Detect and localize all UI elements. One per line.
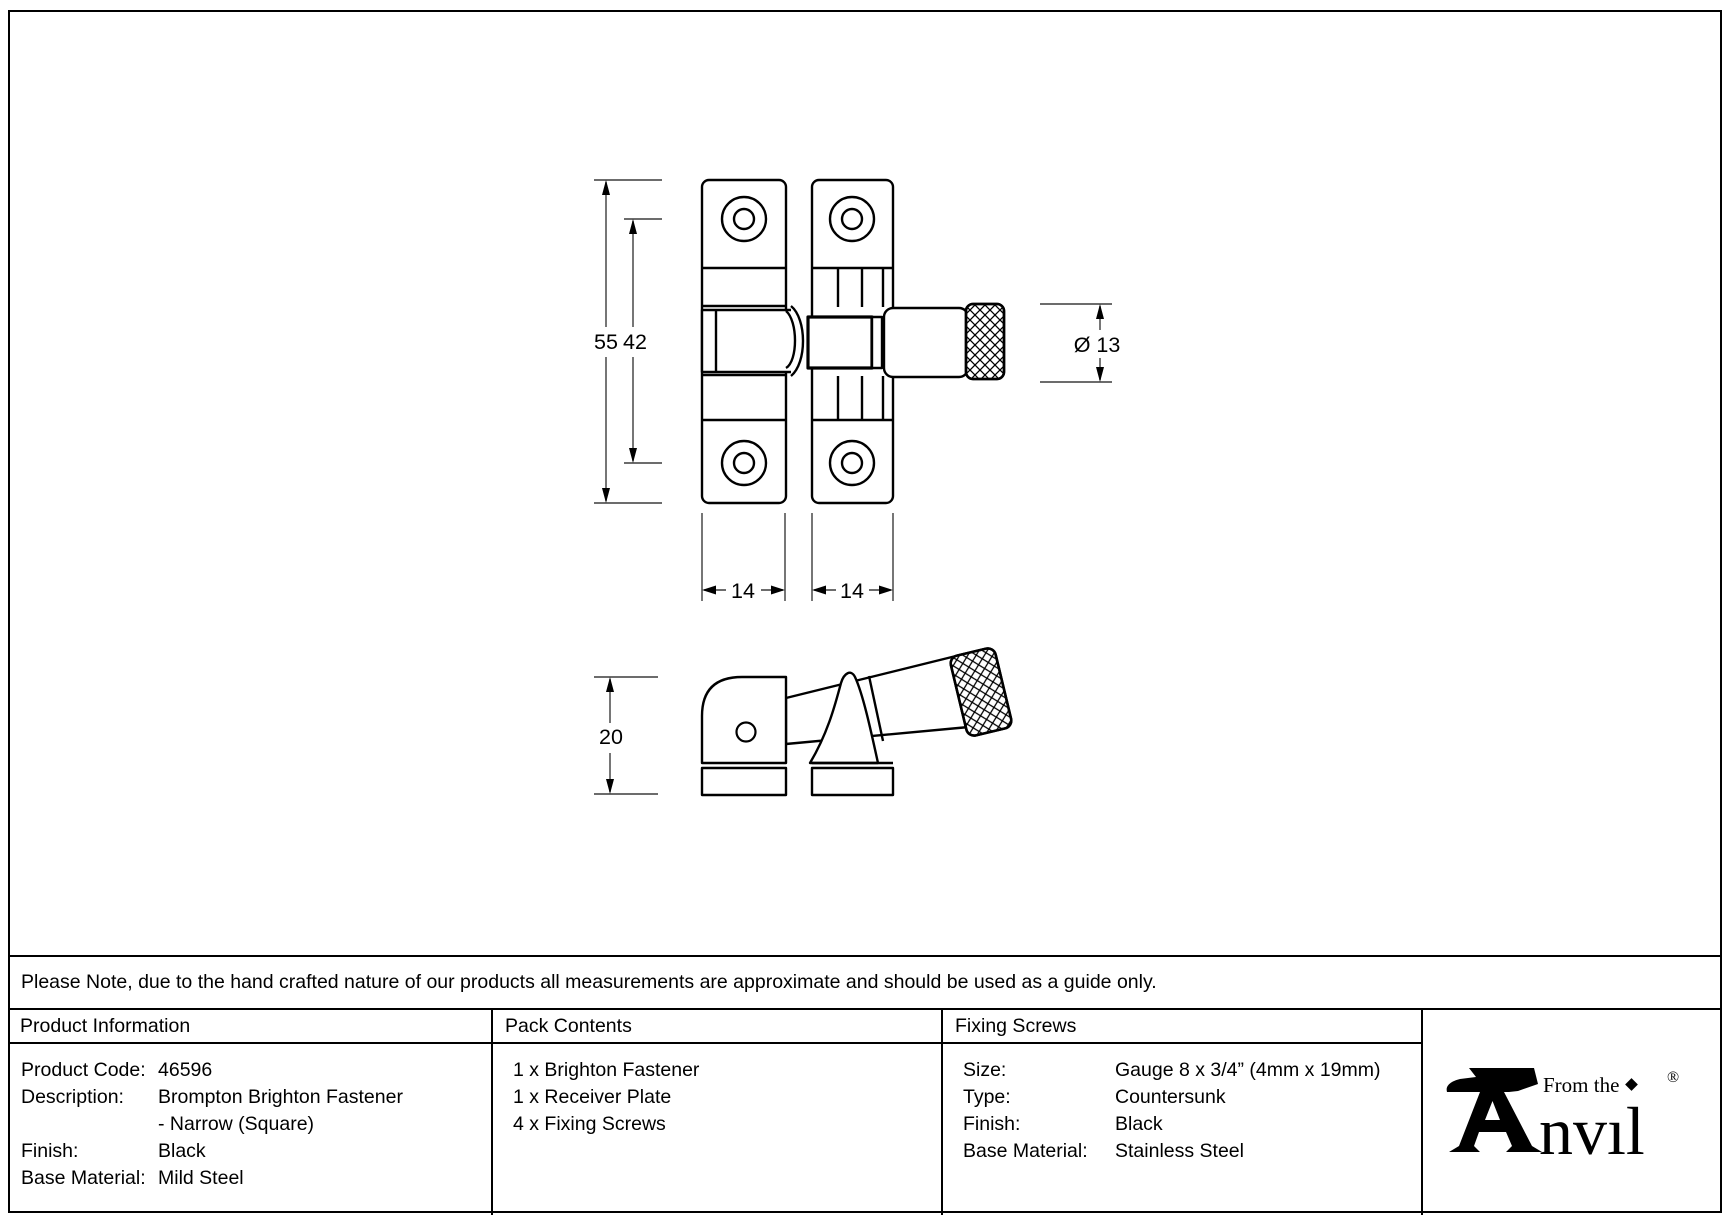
screw-type-label: Type:	[963, 1086, 1011, 1108]
dimension-lines	[594, 179, 1112, 795]
product-code-value: 46596	[158, 1059, 213, 1081]
dim-label-14-left: 14	[731, 579, 755, 603]
product-code-row: Product Code: 46596	[21, 1057, 491, 1084]
dimension-arrowheads	[602, 180, 1104, 794]
side-knurled-knob	[949, 647, 1013, 737]
dim-label-knob-diameter: Ø 13	[1074, 333, 1121, 357]
dim-label-14-right: 14	[840, 579, 864, 603]
knob-shaft	[882, 306, 970, 379]
fixing-screws-body: Size: Gauge 8 x 3/4” (4mm x 19mm) Type: …	[943, 1044, 1421, 1165]
note-row: Please Note, due to the hand crafted nat…	[8, 955, 1722, 1008]
pack-item: 1 x Receiver Plate	[513, 1086, 672, 1108]
screw-type-row: Type: Countersunk	[963, 1084, 1421, 1111]
pack-contents-header: Pack Contents	[493, 1010, 941, 1044]
product-information-body: Product Code: 46596 Description: Brompto…	[8, 1044, 491, 1192]
pack-contents-column: Pack Contents 1 x Brighton Fastener 1 x …	[493, 1010, 943, 1215]
side-receiver-catch	[808, 671, 880, 765]
dim-label-20: 20	[599, 725, 623, 749]
screw-finish-value: Black	[1115, 1113, 1163, 1135]
product-code-label: Product Code:	[21, 1059, 146, 1081]
logo-brand-text: nvıl	[1539, 1093, 1645, 1169]
pack-contents-body: 1 x Brighton Fastener 1 x Receiver Plate…	[493, 1044, 941, 1138]
pack-contents-header-label: Pack Contents	[505, 1014, 632, 1037]
fixing-screws-header-label: Fixing Screws	[955, 1014, 1077, 1037]
screw-size-label: Size:	[963, 1059, 1007, 1081]
registered-trademark-icon: ®	[1667, 1069, 1679, 1086]
pack-item: 4 x Fixing Screws	[513, 1113, 666, 1135]
description-row: Description: Brompton Brighton Fastener	[21, 1084, 491, 1111]
measurement-disclaimer: Please Note, due to the hand crafted nat…	[21, 971, 1157, 993]
screw-type-value: Countersunk	[1115, 1086, 1226, 1108]
fixing-screws-column: Fixing Screws Size: Gauge 8 x 3/4” (4mm …	[943, 1010, 1423, 1215]
side-view	[700, 647, 1013, 797]
page-border	[8, 10, 1722, 1213]
side-latch-arm	[784, 654, 971, 746]
dim-label-42: 42	[623, 330, 647, 354]
description-label: Description:	[21, 1086, 124, 1108]
screw-size-value: Gauge 8 x 3/4” (4mm x 19mm)	[1115, 1059, 1381, 1081]
screw-finish-row: Finish: Black	[963, 1111, 1421, 1138]
finish-value: Black	[158, 1140, 206, 1162]
screw-holes	[720, 195, 876, 487]
dim-label-55: 55	[594, 330, 618, 354]
finish-row: Finish: Black	[21, 1138, 491, 1165]
logo-from-the-text: From the	[1543, 1073, 1619, 1097]
finish-label: Finish:	[21, 1140, 79, 1162]
fixing-screws-header: Fixing Screws	[943, 1010, 1421, 1044]
product-info-table: Product Information Product Code: 46596 …	[8, 1008, 1722, 1215]
technical-drawing: 55 42 Ø 13 14 14 20	[594, 178, 1121, 797]
logo-diamond-icon	[1624, 1077, 1638, 1091]
screw-base-material-value: Stainless Steel	[1115, 1140, 1244, 1162]
product-information-column: Product Information Product Code: 46596 …	[8, 1010, 493, 1215]
brand-logo-cell: From the nvıl ®	[1423, 1010, 1722, 1215]
description-value-line1: Brompton Brighton Fastener	[158, 1086, 403, 1108]
screw-finish-label: Finish:	[963, 1113, 1021, 1135]
description-value-line2: - Narrow (Square)	[158, 1113, 315, 1135]
front-view	[700, 178, 1006, 505]
base-material-value: Mild Steel	[158, 1167, 244, 1189]
base-material-label: Base Material:	[21, 1167, 146, 1189]
latch-arm	[700, 305, 884, 377]
product-information-header-label: Product Information	[20, 1014, 191, 1037]
screw-base-material-label: Base Material:	[963, 1140, 1088, 1162]
knurled-knob	[964, 302, 1006, 381]
from-the-anvil-logo: From the nvıl ®	[1446, 1067, 1679, 1169]
screw-size-row: Size: Gauge 8 x 3/4” (4mm x 19mm)	[963, 1057, 1421, 1084]
product-information-header: Product Information	[8, 1010, 491, 1044]
description-row-continued: - Narrow (Square)	[21, 1111, 491, 1138]
side-bracket	[700, 675, 788, 765]
screw-base-material-row: Base Material: Stainless Steel	[963, 1138, 1421, 1165]
anvil-icon	[1446, 1067, 1542, 1152]
base-material-row: Base Material: Mild Steel	[21, 1165, 491, 1192]
pack-item: 1 x Brighton Fastener	[513, 1059, 700, 1081]
side-bracket-hole	[735, 721, 757, 743]
